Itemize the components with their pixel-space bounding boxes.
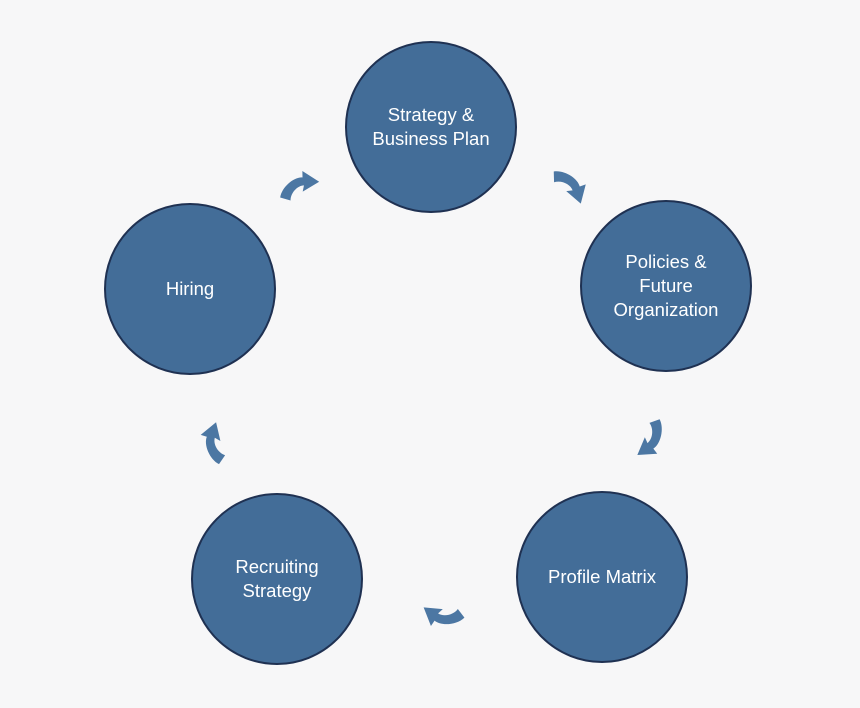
- node-strategy-business-plan: Strategy & Business Plan: [345, 41, 517, 213]
- node-profile-matrix: Profile Matrix: [516, 491, 688, 663]
- arrow-recruiting-to-hiring: [198, 422, 232, 467]
- node-label: Recruiting Strategy: [235, 556, 319, 601]
- node-hiring: Hiring: [104, 203, 276, 375]
- node-label: Strategy & Business Plan: [372, 104, 490, 149]
- arrow-policies-to-profile: [637, 416, 666, 460]
- node-label: Profile Matrix: [548, 566, 656, 587]
- arrow-profile-to-recruiting: [423, 604, 465, 627]
- arrow-hiring-to-strategy: [276, 167, 320, 208]
- node-recruiting-strategy: Recruiting Strategy: [191, 493, 363, 665]
- node-label: Policies & Future Organization: [613, 251, 719, 320]
- arrow-strategy-to-policies: [546, 166, 591, 204]
- node-policies-future-organization: Policies & Future Organization: [580, 200, 752, 372]
- node-label: Hiring: [165, 278, 215, 299]
